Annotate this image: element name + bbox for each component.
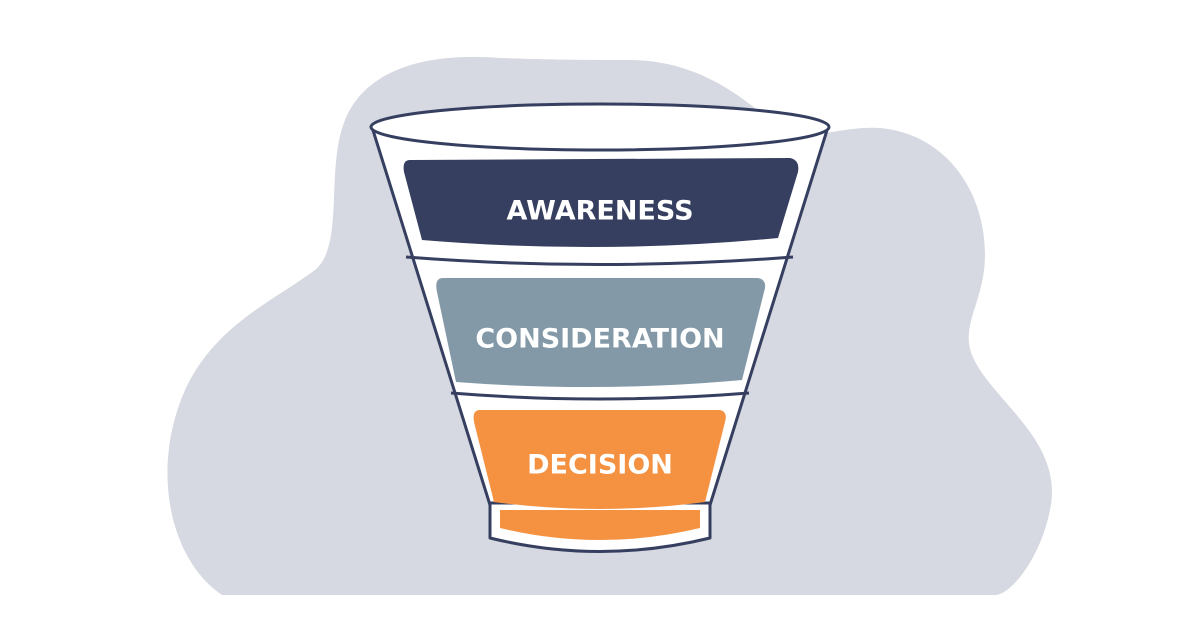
base-fill [500,510,700,540]
stage-label-awareness: AWARENESS [506,196,693,227]
stage-band-consideration [436,278,766,388]
stage-band-decision [473,410,726,509]
divider-line-2 [450,391,750,401]
stage-label-decision: DECISION [527,450,673,481]
stage-label-consideration: CONSIDERATION [475,324,724,355]
divider-line-1 [405,255,794,266]
stage-band-awareness [403,158,799,248]
funnel-rim [369,102,831,152]
